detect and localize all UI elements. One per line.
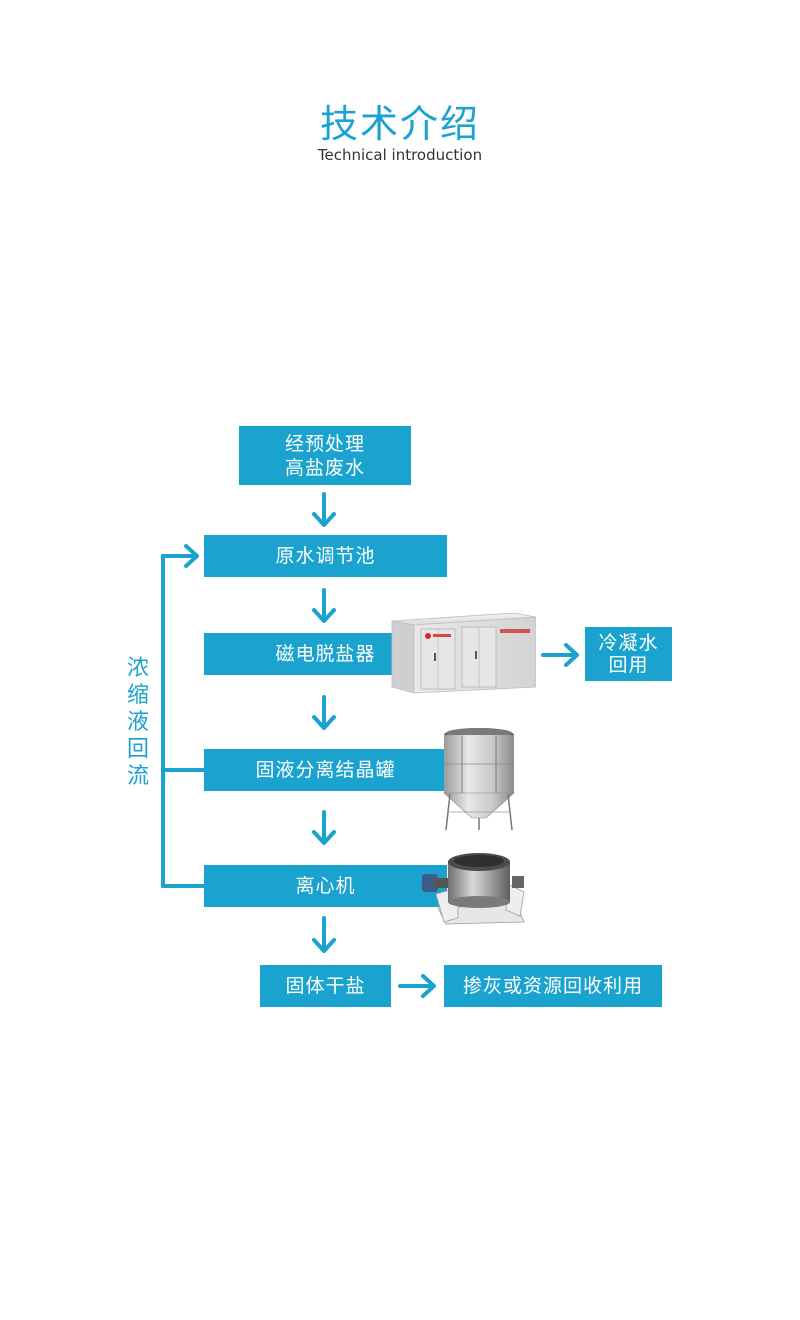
output-salt-recycling: 掺灰或资源回收利用 — [444, 965, 662, 1007]
step-raw-water-tank-label: 原水调节池 — [275, 545, 376, 567]
page-subtitle: Technical introduction — [317, 146, 483, 164]
step-centrifuge-label: 离心机 — [295, 875, 356, 897]
arrow-right-salt — [398, 974, 436, 998]
step-crystallization-tank-label: 固液分离结晶罐 — [255, 759, 396, 781]
arrow-down-3 — [312, 695, 336, 730]
recycle-loop — [161, 544, 206, 888]
step-magnetic-desalinator-label: 磁电脱盐器 — [275, 643, 376, 665]
arrow-right-water — [541, 643, 579, 667]
page-title: 技术介绍 — [319, 102, 480, 146]
arrow-down-1 — [312, 492, 336, 527]
output-salt-recycling-label: 掺灰或资源回收利用 — [462, 975, 643, 997]
step-solid-dry-salt-label: 固体干盐 — [285, 975, 366, 997]
desalinator-cabinet-image — [391, 612, 536, 694]
step-raw-water-tank: 原水调节池 — [204, 535, 447, 577]
output-condensate-water-label: 冷凝水 回用 — [598, 632, 659, 676]
step-centrifuge: 离心机 — [204, 865, 447, 907]
recycle-label: 浓 缩 液 回 流 — [126, 656, 149, 789]
step-solid-dry-salt: 固体干盐 — [260, 965, 391, 1007]
step-pretreated-wastewater: 经预处理 高盐废水 — [239, 426, 411, 485]
arrow-down-2 — [312, 588, 336, 623]
output-condensate-water: 冷凝水 回用 — [585, 627, 672, 681]
arrow-down-5 — [312, 916, 336, 953]
centrifuge-image — [422, 853, 525, 925]
step-crystallization-tank: 固液分离结晶罐 — [204, 749, 447, 791]
crystallization-tank-image — [443, 728, 515, 831]
step-pretreated-wastewater-label: 经预处理 高盐废水 — [284, 432, 365, 479]
arrow-down-4 — [312, 810, 336, 845]
